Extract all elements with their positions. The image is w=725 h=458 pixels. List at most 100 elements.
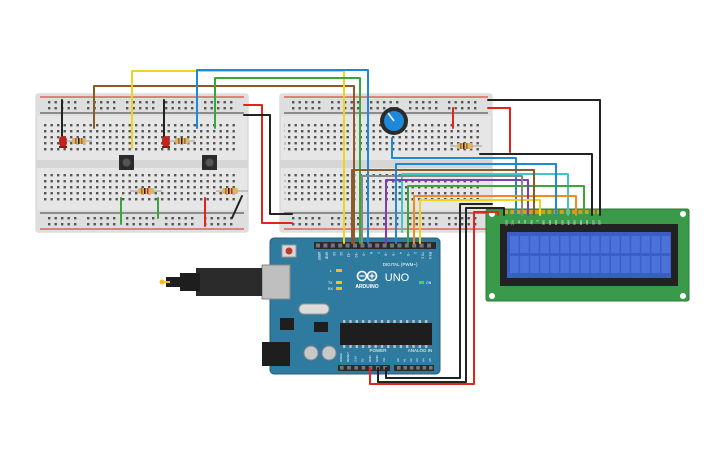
breadboard-hole[interactable] — [109, 198, 112, 201]
rail-hole[interactable] — [461, 223, 464, 226]
breadboard-hole[interactable] — [83, 198, 86, 201]
rail-hole[interactable] — [165, 217, 168, 220]
breadboard-hole[interactable] — [135, 186, 138, 189]
rail-hole[interactable] — [87, 107, 90, 110]
breadboard-hole[interactable] — [314, 124, 317, 127]
breadboard-hole[interactable] — [333, 148, 336, 151]
breadboard-hole[interactable] — [83, 186, 86, 189]
breadboard-hole[interactable] — [340, 148, 343, 151]
breadboard-hole[interactable] — [424, 136, 427, 139]
rail-hole[interactable] — [61, 217, 64, 220]
breadboard-hole[interactable] — [392, 136, 395, 139]
breadboard-hole[interactable] — [437, 136, 440, 139]
breadboard-hole[interactable] — [219, 148, 222, 151]
resistor-icon[interactable] — [130, 188, 162, 194]
breadboard-hole[interactable] — [320, 186, 323, 189]
breadboard-hole[interactable] — [102, 148, 105, 151]
breadboard-hole[interactable] — [44, 124, 47, 127]
breadboard-hole[interactable] — [213, 174, 216, 177]
analog-pin[interactable] — [422, 366, 427, 370]
breadboard-hole[interactable] — [457, 186, 460, 189]
digital-pin[interactable] — [316, 243, 320, 248]
breadboard-hole[interactable] — [154, 180, 157, 183]
breadboard-hole[interactable] — [174, 142, 177, 145]
breadboard-hole[interactable] — [437, 180, 440, 183]
breadboard-hole[interactable] — [115, 136, 118, 139]
breadboard-hole[interactable] — [327, 136, 330, 139]
breadboard-hole[interactable] — [70, 180, 73, 183]
breadboard-hole[interactable] — [379, 124, 382, 127]
wire-red[interactable] — [487, 107, 511, 153]
breadboard-hole[interactable] — [44, 192, 47, 195]
rail-hole[interactable] — [422, 101, 425, 104]
rail-hole[interactable] — [139, 107, 142, 110]
breadboard-hole[interactable] — [392, 192, 395, 195]
breadboard-hole[interactable] — [320, 180, 323, 183]
breadboard-hole[interactable] — [392, 148, 395, 151]
rail-hole[interactable] — [223, 217, 226, 220]
power-pin[interactable] — [347, 366, 351, 370]
breadboard-hole[interactable] — [102, 198, 105, 201]
breadboard-hole[interactable] — [187, 180, 190, 183]
breadboard-hole[interactable] — [63, 180, 66, 183]
wire-blue[interactable] — [196, 69, 369, 244]
breadboard-hole[interactable] — [50, 136, 53, 139]
rail-hole[interactable] — [210, 223, 213, 226]
rail-hole[interactable] — [106, 107, 109, 110]
breadboard-hole[interactable] — [161, 136, 164, 139]
breadboard-hole[interactable] — [340, 174, 343, 177]
rail-hole[interactable] — [376, 223, 379, 226]
breadboard-hole[interactable] — [232, 174, 235, 177]
rail-hole[interactable] — [145, 101, 148, 104]
breadboard-hole[interactable] — [346, 142, 349, 145]
breadboard-hole[interactable] — [148, 136, 151, 139]
breadboard-hole[interactable] — [96, 174, 99, 177]
rail-hole[interactable] — [435, 217, 438, 220]
rail-hole[interactable] — [217, 217, 220, 220]
breadboard-hole[interactable] — [83, 148, 86, 151]
breadboard-hole[interactable] — [398, 186, 401, 189]
rail-hole[interactable] — [383, 217, 386, 220]
breadboard-hole[interactable] — [206, 136, 209, 139]
rail-hole[interactable] — [474, 217, 477, 220]
breadboard-hole[interactable] — [333, 198, 336, 201]
breadboard-hole[interactable] — [219, 130, 222, 133]
breadboard-hole[interactable] — [174, 186, 177, 189]
breadboard-hole[interactable] — [340, 130, 343, 133]
breadboard-hole[interactable] — [411, 130, 414, 133]
rail-hole[interactable] — [422, 223, 425, 226]
breadboard-hole[interactable] — [44, 142, 47, 145]
breadboard-hole[interactable] — [109, 136, 112, 139]
breadboard-hole[interactable] — [327, 148, 330, 151]
breadboard-hole[interactable] — [50, 192, 53, 195]
breadboard-hole[interactable] — [405, 130, 408, 133]
breadboard-hole[interactable] — [226, 136, 229, 139]
rail-hole[interactable] — [305, 107, 308, 110]
rail-hole[interactable] — [139, 101, 142, 104]
breadboard-hole[interactable] — [193, 136, 196, 139]
rail-hole[interactable] — [357, 107, 360, 110]
lcd-pin[interactable] — [522, 210, 527, 214]
rail-hole[interactable] — [344, 223, 347, 226]
breadboard-hole[interactable] — [340, 186, 343, 189]
breadboard-hole[interactable] — [372, 148, 375, 151]
breadboard-hole[interactable] — [327, 142, 330, 145]
breadboard-hole[interactable] — [232, 180, 235, 183]
breadboard-hole[interactable] — [187, 192, 190, 195]
breadboard-hole[interactable] — [76, 180, 79, 183]
breadboard-hole[interactable] — [89, 130, 92, 133]
breadboard-hole[interactable] — [89, 136, 92, 139]
rail-hole[interactable] — [217, 101, 220, 104]
rail-hole[interactable] — [113, 101, 116, 104]
breadboard-hole[interactable] — [444, 124, 447, 127]
rail-hole[interactable] — [100, 217, 103, 220]
rail-hole[interactable] — [132, 101, 135, 104]
breadboard-hole[interactable] — [102, 142, 105, 145]
breadboard-hole[interactable] — [174, 174, 177, 177]
breadboard-hole[interactable] — [96, 142, 99, 145]
breadboard-hole[interactable] — [307, 130, 310, 133]
breadboard-hole[interactable] — [457, 130, 460, 133]
rail-hole[interactable] — [454, 107, 457, 110]
breadboard-hole[interactable] — [141, 148, 144, 151]
breadboard-hole[interactable] — [320, 198, 323, 201]
